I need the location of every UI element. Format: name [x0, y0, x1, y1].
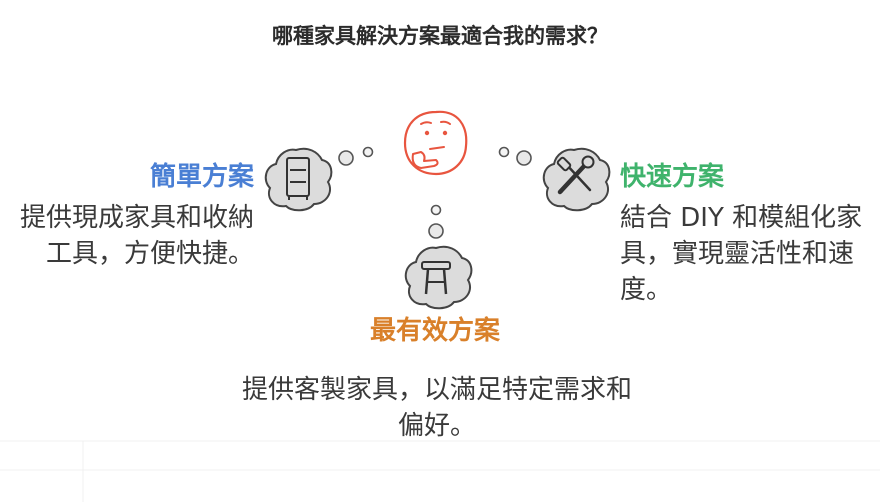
stool-icon [404, 245, 473, 310]
thinking-face-icon [403, 110, 468, 176]
option-description-fast: 結合 DIY 和模組化家具，實現靈活性和速度。 [620, 203, 863, 305]
cabinet-icon [264, 147, 333, 212]
wrench-screwdriver-icon [542, 147, 611, 212]
thought-bubbles-left [338, 146, 374, 166]
option-heading-effective: 最有效方案 [369, 316, 500, 346]
option-heading-fast: 快速方案 [620, 162, 725, 192]
option-heading-simple: 簡單方案 [149, 162, 254, 192]
thought-bubbles-right [498, 146, 532, 166]
thought-bubbles-bottom [428, 204, 444, 239]
option-description-simple: 提供現成家具和收納工具，方便快捷。 [19, 203, 254, 269]
option-description-effective: 提供客製家具，以滿足特定需求和偏好。 [241, 375, 632, 441]
diagram-title: 哪種家具解決方案最適合我的需求？ [272, 24, 608, 48]
